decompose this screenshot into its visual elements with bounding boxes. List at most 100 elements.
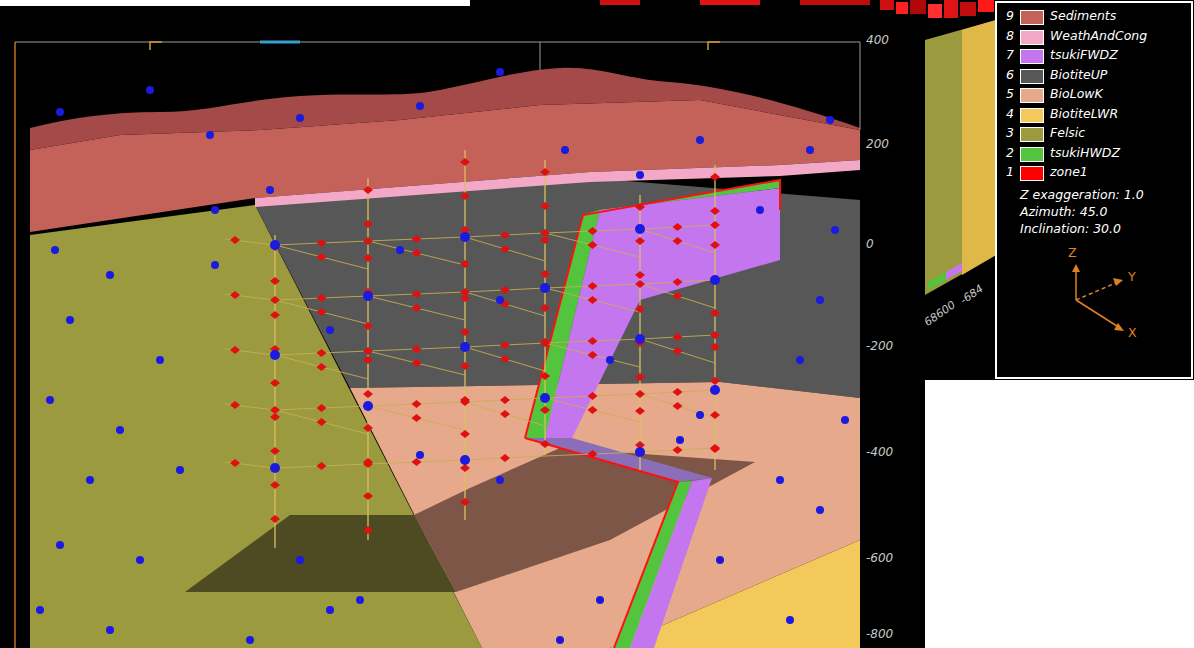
sensor-diamond bbox=[635, 280, 645, 288]
depth-tick: -600 bbox=[866, 552, 893, 566]
legend-number: 7 bbox=[1000, 48, 1014, 62]
borehole-link bbox=[368, 296, 465, 320]
view-setting: Z exaggeration: 1.0 bbox=[1020, 188, 1144, 202]
sensor-diamond bbox=[500, 355, 510, 363]
sensor-diamond bbox=[230, 459, 240, 467]
monitoring-point bbox=[56, 541, 64, 549]
frame-line bbox=[540, 42, 541, 70]
monitoring-point bbox=[831, 226, 839, 234]
fault-strip bbox=[928, 272, 946, 290]
frame-line bbox=[860, 42, 861, 130]
monitoring-point bbox=[496, 476, 504, 484]
sensor-diamond bbox=[363, 458, 373, 466]
sensor-diamond bbox=[673, 333, 683, 341]
monitoring-point bbox=[416, 451, 424, 459]
sensor-diamond bbox=[460, 430, 470, 438]
depth-tick: 0 bbox=[866, 238, 874, 252]
zone-cube bbox=[880, 0, 894, 10]
monitoring-point bbox=[606, 356, 614, 364]
sensor-diamond bbox=[363, 322, 373, 330]
monitoring-point bbox=[266, 186, 274, 194]
sensor-diamond bbox=[673, 347, 683, 355]
monitoring-point bbox=[841, 416, 849, 424]
legend-number: 4 bbox=[1000, 107, 1014, 121]
sensor-dot bbox=[540, 283, 550, 293]
sensor-dot bbox=[635, 334, 645, 344]
sensor-diamond bbox=[317, 253, 327, 261]
legend-swatch bbox=[1020, 49, 1044, 64]
borehole-link bbox=[275, 245, 368, 269]
sensor-diamond bbox=[460, 192, 470, 200]
depth-tick: 400 bbox=[866, 34, 889, 48]
monitoring-point bbox=[86, 476, 94, 484]
monitoring-point bbox=[556, 636, 564, 644]
borehole-link bbox=[545, 398, 640, 422]
legend-text: Felsic bbox=[1050, 126, 1085, 140]
monitoring-point bbox=[46, 396, 54, 404]
sensor-diamond bbox=[363, 526, 373, 534]
sensor-diamond bbox=[460, 498, 470, 506]
monitoring-point bbox=[66, 316, 74, 324]
monitoring-point bbox=[756, 206, 764, 214]
sensor-diamond bbox=[230, 346, 240, 354]
monitoring-point bbox=[106, 626, 114, 634]
sensor-diamond bbox=[500, 231, 510, 239]
sensor-diamond bbox=[588, 241, 598, 249]
monitoring-point bbox=[51, 246, 59, 254]
monitoring-point bbox=[816, 506, 824, 514]
legend-swatch bbox=[1020, 108, 1044, 123]
legend-text: tsukiHWDZ bbox=[1050, 146, 1120, 160]
legend-text: tsukiFWDZ bbox=[1050, 48, 1118, 62]
zone-cube bbox=[910, 0, 926, 14]
sensor-diamond bbox=[540, 236, 550, 244]
monitoring-point bbox=[826, 116, 834, 124]
sensor-diamond bbox=[710, 343, 720, 351]
borehole-link bbox=[275, 355, 368, 379]
view-setting: Inclination: 30.0 bbox=[1020, 222, 1121, 236]
monitoring-point bbox=[806, 146, 814, 154]
legend-number: 9 bbox=[1000, 9, 1014, 23]
sensor-diamond bbox=[270, 481, 280, 489]
sensor-diamond bbox=[317, 462, 327, 470]
sensor-diamond bbox=[412, 359, 422, 367]
sensor-diamond bbox=[588, 450, 598, 458]
sensor-diamond bbox=[710, 173, 720, 181]
monitoring-point bbox=[496, 296, 504, 304]
legend-number: 8 bbox=[1000, 29, 1014, 43]
borehole-link bbox=[368, 406, 465, 430]
sensor-diamond bbox=[412, 345, 422, 353]
felsic-face bbox=[925, 20, 996, 295]
monitoring-point bbox=[176, 466, 184, 474]
monitoring-point bbox=[136, 556, 144, 564]
sensor-diamond bbox=[270, 447, 280, 455]
sensor-dot bbox=[270, 240, 280, 250]
axis-line bbox=[1076, 282, 1118, 300]
sensor-diamond bbox=[270, 277, 280, 285]
sensor-dot bbox=[270, 350, 280, 360]
sensor-diamond bbox=[635, 237, 645, 245]
sensor-diamond bbox=[710, 309, 720, 317]
monitoring-point bbox=[146, 86, 154, 94]
legend-text: WeathAndCong bbox=[1050, 29, 1147, 43]
sensor-diamond bbox=[588, 337, 598, 345]
sensor-diamond bbox=[710, 444, 720, 452]
sensor-diamond bbox=[460, 328, 470, 336]
monitoring-points bbox=[36, 68, 849, 644]
sensor-diamond bbox=[540, 338, 550, 346]
legend-number: 5 bbox=[1000, 87, 1014, 101]
borehole-link bbox=[640, 229, 715, 253]
fault-outline bbox=[525, 438, 678, 648]
sensor-dot bbox=[270, 463, 280, 473]
monitoring-point bbox=[636, 171, 644, 179]
frame-tick bbox=[708, 42, 720, 50]
sensor-diamond bbox=[363, 237, 373, 245]
legend-number: 6 bbox=[1000, 68, 1014, 82]
sensor-diamond bbox=[635, 407, 645, 415]
legend-number: 1 bbox=[1000, 165, 1014, 179]
monitoring-point bbox=[36, 606, 44, 614]
monitoring-point bbox=[106, 271, 114, 279]
legend-text: BiotiteLWR bbox=[1050, 107, 1118, 121]
axis-label: Y bbox=[1128, 270, 1136, 284]
sensor-diamond bbox=[635, 373, 645, 381]
